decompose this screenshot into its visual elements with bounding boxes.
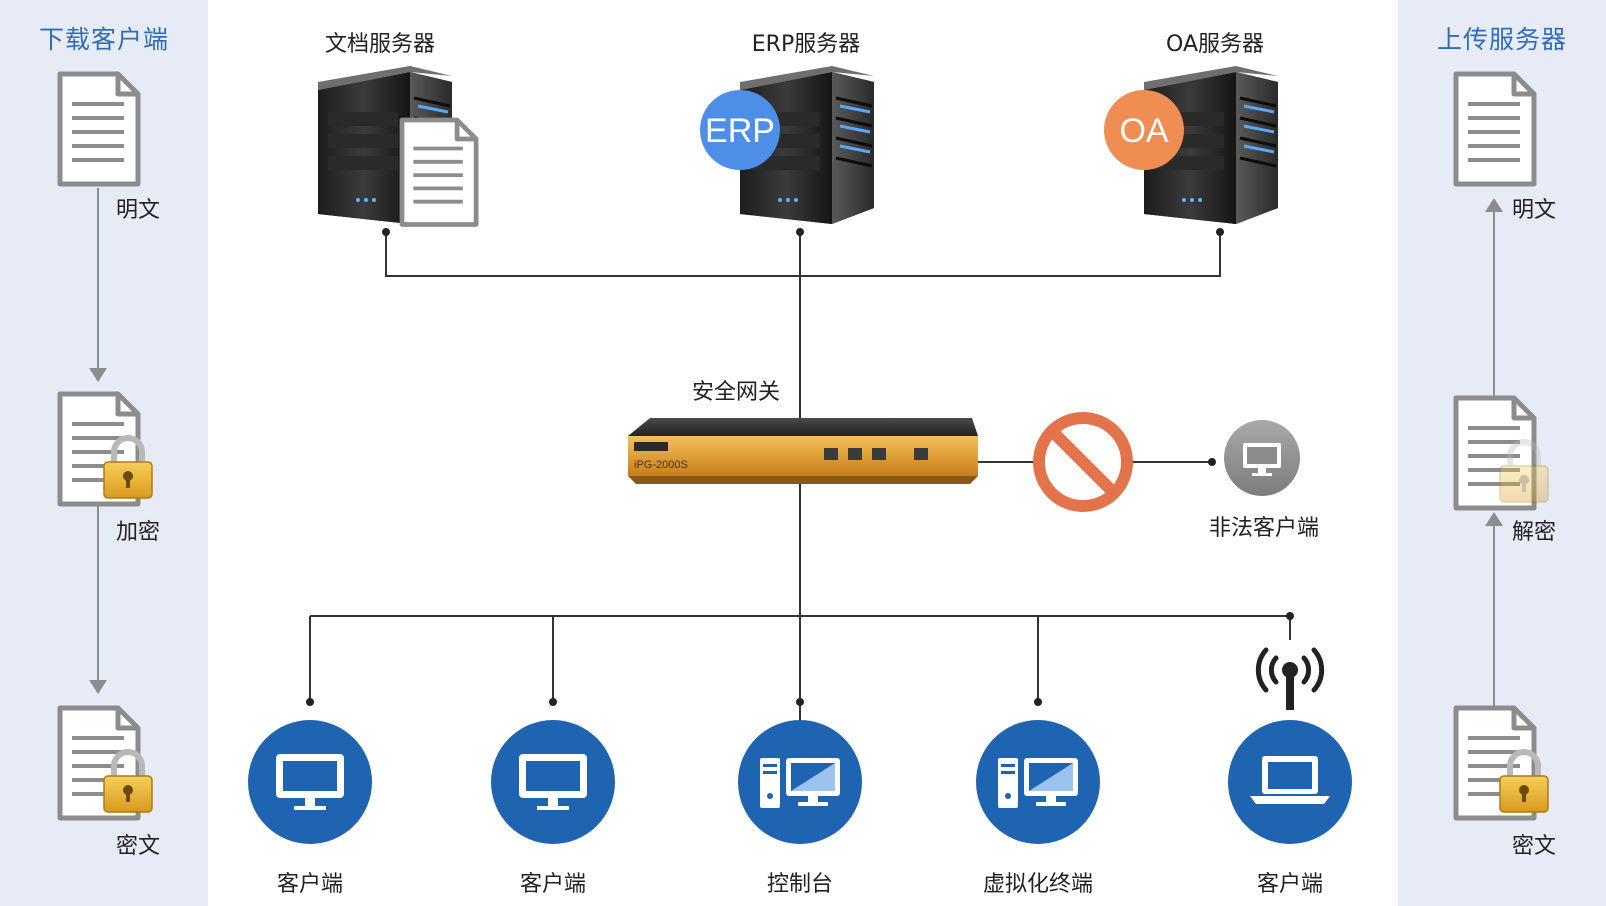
erp-badge: ERP [705,112,775,150]
illegal-client-monitor-icon [1224,420,1300,496]
right-step-label-decrypt: 解密 [1512,520,1557,545]
plain-document-icon [1456,74,1534,184]
console-label: 控制台 [766,872,834,897]
locked-document-icon [1456,708,1548,818]
locked-document-icon [60,394,152,504]
left-step-label-ciphertext: 密文 [116,834,161,859]
virtual-terminal-label: 虚拟化终端 [982,872,1094,897]
oa-server-icon: OA [1104,64,1280,226]
client-laptop-icon [1228,720,1352,844]
erp-server-label: ERP服务器 [751,32,861,57]
gateway-model: iPG-2000S [634,459,688,471]
client-label: 客户端 [276,872,344,897]
client-monitor-icon [248,720,372,844]
oa-server-label: OA服务器 [1166,32,1264,57]
panel-title: 下载客户端 [38,25,169,54]
gateway-label: 安全网关 [691,380,781,405]
prohibited-icon [1033,412,1133,512]
client-label: 客户端 [519,872,587,897]
right-step-label-ciphertext: 密文 [1512,834,1557,859]
unlocked-document-icon [1456,398,1548,508]
plain-document-icon [60,74,138,184]
right-step-label-plaintext: 明文 [1512,198,1557,223]
right-flow [1456,74,1548,818]
security-gateway-icon: iPG-2000S [628,418,978,484]
illegal-client-label: 非法客户端 [1208,516,1320,541]
locked-document-icon [60,708,152,818]
left-step-label-plaintext: 明文 [116,198,161,223]
document-server-label: 文档服务器 [324,32,436,57]
left-flow [60,74,152,818]
erp-server-icon: ERP [700,64,876,226]
client-label: 客户端 [1256,872,1324,897]
oa-badge: OA [1119,112,1168,150]
network-lines [309,232,1291,790]
wireless-signal-icon [1255,647,1325,710]
connection-dots [306,228,1294,706]
panel-title: 上传服务器 [1436,25,1567,54]
client-monitor-icon [491,720,615,844]
document-server-icon [316,64,476,225]
console-pc-icon [738,720,862,844]
left-step-label-encrypt: 加密 [116,520,161,545]
virtual-terminal-pc-icon [976,720,1100,844]
